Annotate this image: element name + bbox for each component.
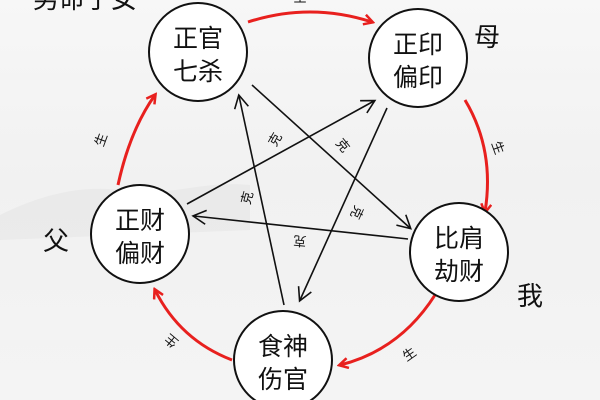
control-shishen-to-guan: [233, 93, 285, 306]
generate-label: 生: [488, 139, 507, 156]
control-guan-to-bijian: [251, 84, 412, 230]
arc-bijian-to-shishen: [340, 294, 437, 365]
label-mother: 母: [474, 23, 500, 53]
control-label: 克: [346, 203, 365, 221]
generate-arcs: [116, 10, 488, 365]
node-zhengguan: 正官 七杀: [148, 2, 248, 102]
control-yin-to-shishen: [297, 107, 388, 303]
control-label: 克: [266, 131, 285, 150]
control-label: 克: [293, 232, 307, 248]
label-children: 男命子女: [33, 0, 137, 15]
node-zhengyin: 正印 偏印: [368, 8, 468, 108]
node-line2: 劫财: [434, 257, 484, 286]
generate-label: 生: [293, 0, 306, 6]
control-cai-to-yin: [186, 99, 377, 205]
node-line2: 伤官: [258, 365, 308, 394]
label-father: 父: [43, 227, 69, 257]
arc-shishen-to-cai: [155, 290, 233, 362]
node-line2: 偏印: [393, 63, 443, 92]
node-bijian: 比肩 劫财: [409, 202, 509, 302]
node-line1: 正印: [393, 30, 443, 59]
node-line2: 偏财: [115, 239, 165, 268]
node-zhengcai: 正财 偏财: [90, 184, 190, 284]
generate-label: 生: [400, 345, 419, 365]
node-shishen: 食神 伤官: [233, 310, 333, 400]
generate-label: 生: [162, 330, 182, 350]
label-self: 我: [517, 282, 543, 312]
control-star: [186, 84, 412, 306]
node-line1: 正财: [115, 206, 165, 235]
control-label: 克: [239, 190, 257, 206]
arc-yin-to-bijian: [463, 99, 488, 212]
control-bijian-to-cai: [191, 209, 409, 240]
control-label: 克: [332, 136, 352, 156]
node-line1: 食神: [258, 332, 308, 361]
generate-label: 生: [93, 131, 112, 148]
node-line2: 七杀: [173, 57, 223, 86]
node-line1: 比肩: [434, 224, 484, 253]
arc-guan-to-yin: [247, 10, 372, 22]
arc-cai-to-guan: [116, 95, 155, 186]
node-line1: 正官: [173, 24, 223, 53]
